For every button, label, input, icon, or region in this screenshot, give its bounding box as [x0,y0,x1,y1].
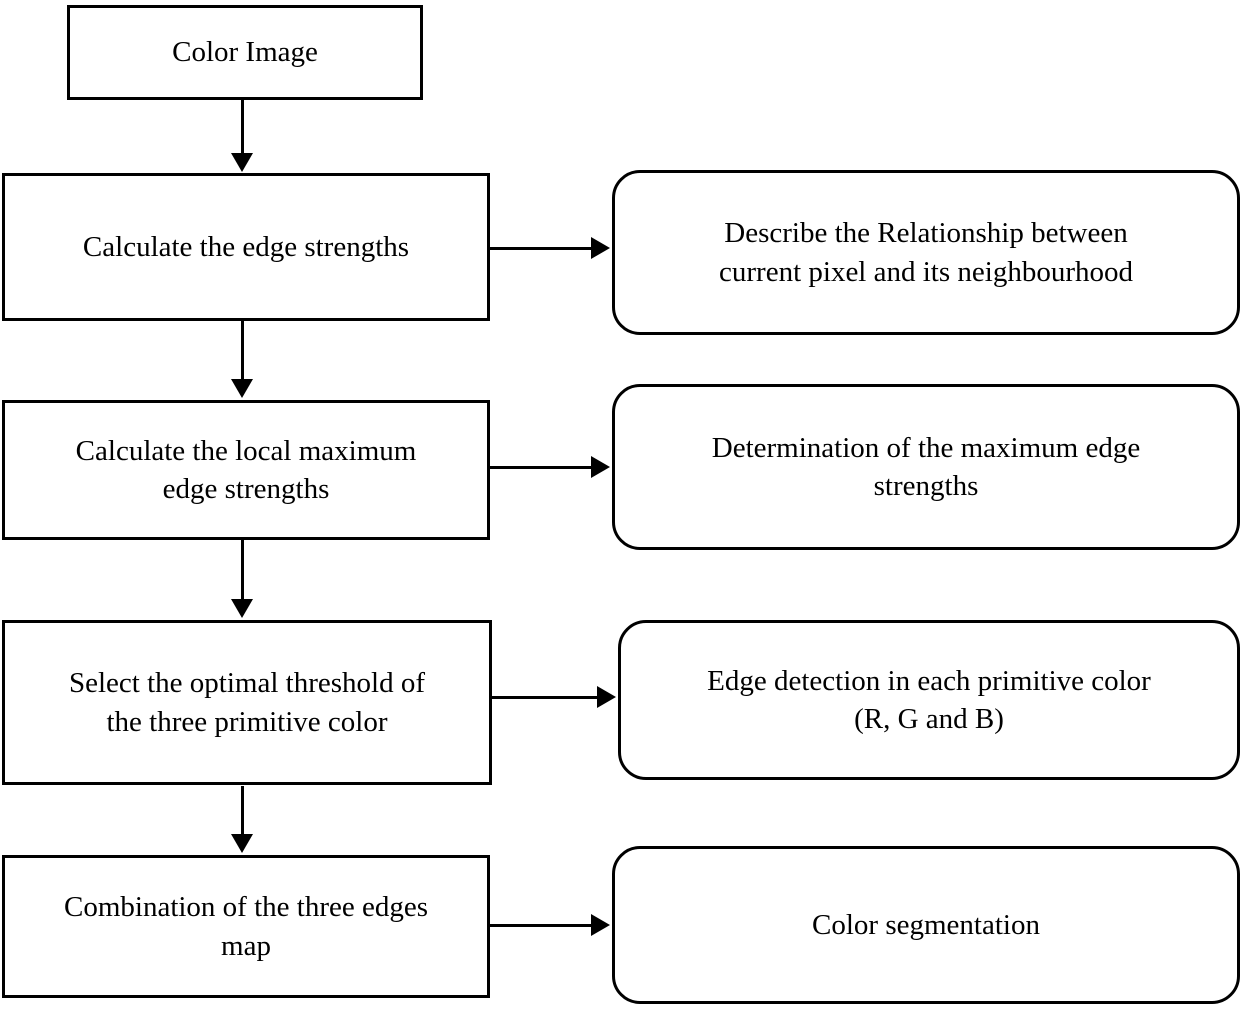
arrow-head [231,379,253,398]
node-label-line: Edge detection in each primitive color [707,664,1151,697]
arrow-right-icon [490,236,610,260]
arrow-shaft [240,100,244,153]
arrow-head [597,686,616,708]
arrow-down-icon [230,321,254,398]
node-color-image: Color Image [67,5,423,100]
node-edge-detection-primitive-color: Edge detection in each primitive color (… [618,620,1240,780]
node-label-line: Determination of the maximum edge [711,431,1141,464]
node-label-line: Select the optimal threshold of [69,667,425,700]
arrow-shaft [240,540,244,599]
node-label-line: strengths [873,470,979,502]
arrow-head [591,237,610,259]
node-label: Calculate the edge strengths [82,230,410,263]
arrow-down-icon [230,100,254,172]
arrow-shaft [490,923,591,927]
node-determination-maximum-edge-strengths: Determination of the maximum edge streng… [612,384,1240,550]
node-describe-relationship: Describe the Relationship between curren… [612,170,1240,335]
node-label-line: map [221,929,271,962]
arrow-shaft [492,695,597,699]
arrow-shaft [490,465,591,469]
arrow-shaft [240,321,244,379]
arrow-head [231,834,253,853]
node-label-line: current pixel and its neighbourhood [719,255,1133,288]
arrow-head [591,456,610,478]
node-label-line: Calculate the local maximum [75,434,417,467]
arrow-right-icon [490,913,610,937]
node-combination-edges-map: Combination of the three edges map [2,855,490,998]
node-label: Color segmentation [812,908,1040,941]
arrow-head [591,914,610,936]
node-label-line: (R, G and B) [854,703,1004,735]
node-calculate-local-maximum-edge-strengths: Calculate the local maximum edge strengt… [2,400,490,540]
node-label-line: Describe the Relationship between [724,217,1128,250]
arrow-head [231,153,253,172]
node-label-line: edge strengths [162,473,330,505]
node-calculate-edge-strengths: Calculate the edge strengths [2,173,490,321]
node-color-segmentation: Color segmentation [612,846,1240,1004]
arrow-right-icon [492,685,616,709]
node-label: Color Image [172,36,318,69]
node-label-line: Combination of the three edges [63,891,428,924]
node-select-optimal-threshold: Select the optimal threshold of the thre… [2,620,492,785]
arrow-shaft [490,246,591,250]
arrow-head [231,599,253,618]
arrow-shaft [240,786,244,834]
node-label-line: the three primitive color [106,705,388,738]
arrow-right-icon [490,455,610,479]
arrow-down-icon [230,540,254,618]
arrow-down-icon [230,786,254,853]
